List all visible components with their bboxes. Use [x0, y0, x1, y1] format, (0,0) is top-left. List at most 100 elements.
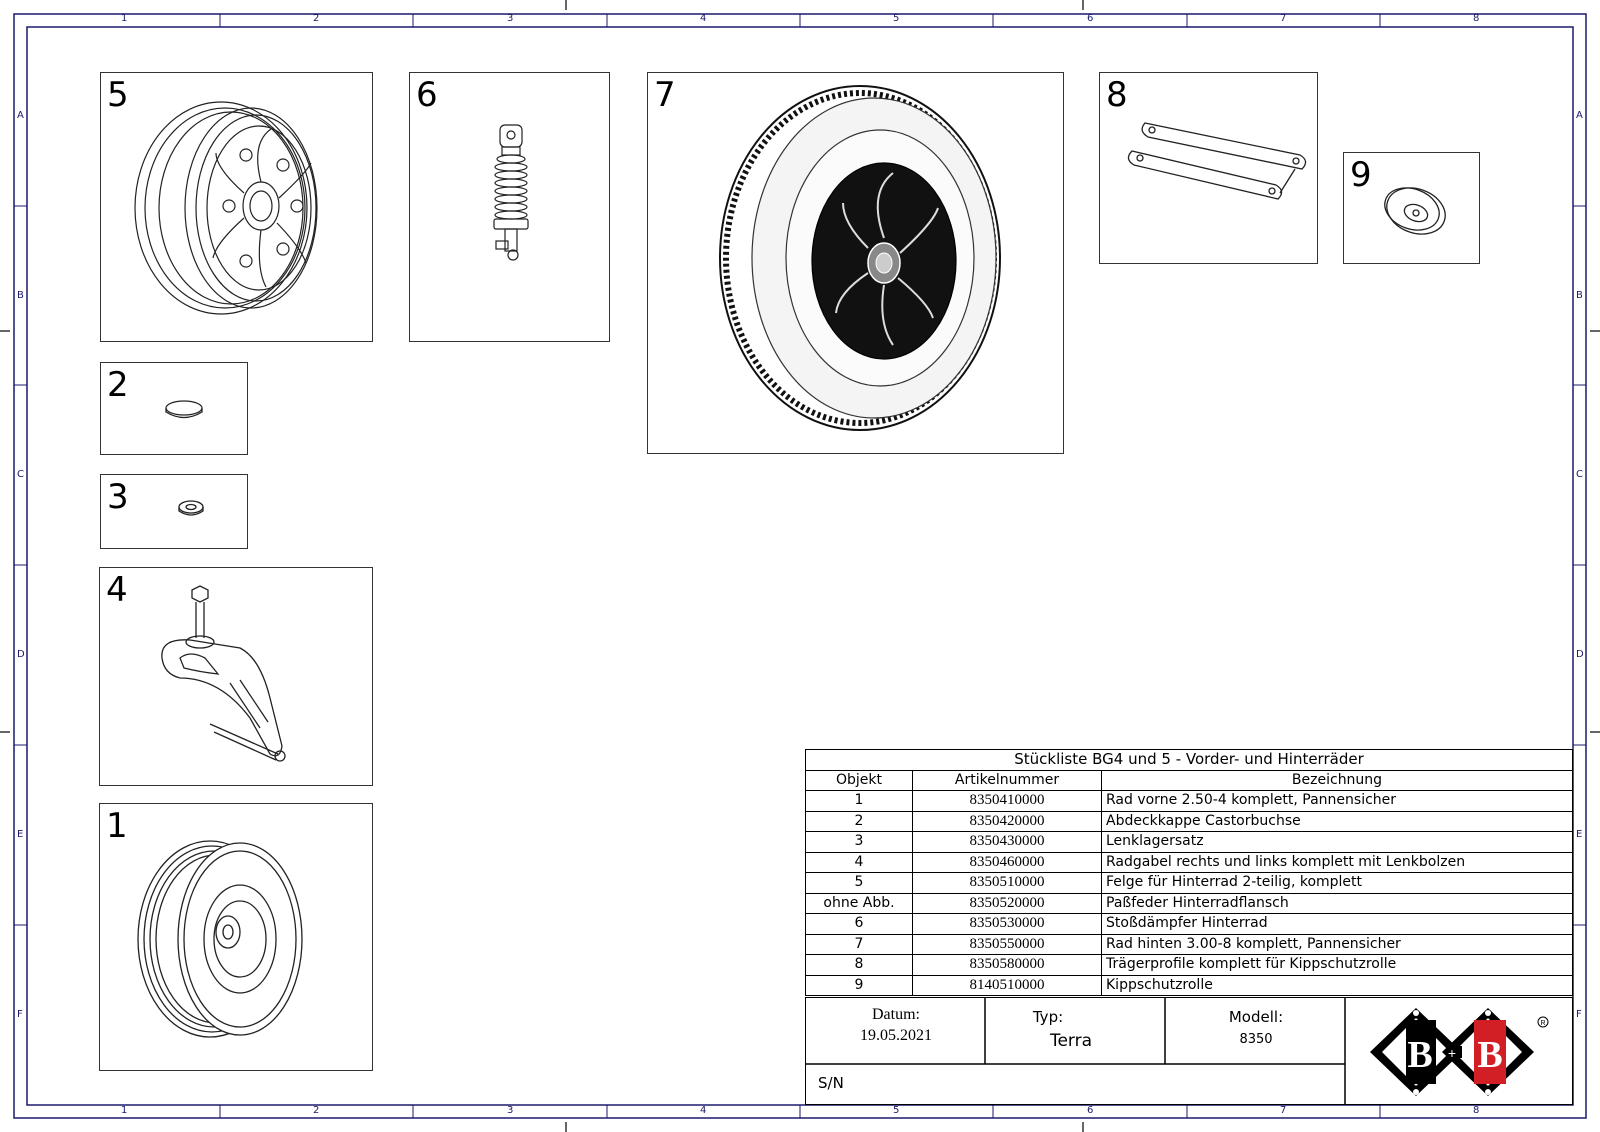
grid-column-number: 2 [313, 13, 320, 24]
grid-row-letter: A [17, 110, 24, 121]
part-number: 2 [107, 365, 129, 405]
column-header-description: Bezeichnung [1101, 769, 1573, 791]
svg-text:R: R [1540, 1020, 1545, 1027]
grid-column-number: 2 [313, 1105, 320, 1116]
grid-row-letter: F [17, 1009, 23, 1020]
grid-column-number: 3 [507, 13, 514, 24]
grid-row-letter: D [17, 649, 25, 660]
part-number: 7 [654, 75, 676, 115]
part-number: 9 [1350, 155, 1372, 195]
part-panel-1: 1 [99, 803, 373, 1071]
article-cell: 8350460000 [912, 851, 1102, 873]
description-cell: Lenklagersatz [1101, 831, 1573, 853]
grid-column-number: 4 [700, 13, 707, 24]
grid-row-letter: D [1576, 649, 1584, 660]
svg-text:B: B [1477, 1034, 1502, 1076]
grid-row-letter: C [17, 469, 24, 480]
front-wheel-icon [137, 840, 303, 1038]
parts-list-table: Stückliste BG4 und 5 - Vorder- und Hinte… [805, 749, 1573, 996]
grid-row-letter: E [17, 829, 24, 840]
wheel-fork-icon [161, 585, 286, 762]
article-cell: 8350430000 [912, 831, 1102, 853]
bearing-icon [178, 500, 204, 516]
parts-list-title: Stückliste BG4 und 5 - Vorder- und Hinte… [805, 749, 1573, 771]
model-label: Modell: [1228, 1008, 1284, 1026]
grid-column-number: 5 [893, 13, 900, 24]
rim-wheel-icon [134, 101, 318, 315]
grid-column-number: 7 [1280, 13, 1287, 24]
grid-column-number: 8 [1473, 1105, 1480, 1116]
rear-wheel-icon [719, 85, 1001, 431]
cover-cap-icon [165, 400, 203, 419]
article-cell: 8350550000 [912, 933, 1102, 955]
carrier-profile-icon [1127, 122, 1307, 200]
article-cell: 8350420000 [912, 810, 1102, 832]
serial-label: S/N [818, 1074, 844, 1092]
grid-column-number: 1 [121, 13, 128, 24]
title-block: Datum: 19.05.2021 Typ: Terra Modell: 835… [804, 996, 1573, 1105]
article-cell: 8350410000 [912, 790, 1102, 812]
description-cell: Felge für Hinterrad 2-teilig, komplett [1101, 872, 1573, 894]
object-cell: 9 [805, 974, 913, 996]
svg-text:+: + [1448, 1045, 1456, 1061]
grid-column-number: 8 [1473, 13, 1480, 24]
part-number: 6 [416, 75, 438, 115]
part-panel-9: 9 [1343, 152, 1480, 264]
part-number: 1 [106, 806, 128, 846]
description-cell: Abdeckkappe Castorbuchse [1101, 810, 1573, 832]
title-block-grid [804, 996, 1346, 1105]
part-number: 4 [106, 570, 128, 610]
type-label: Typ: [1032, 1008, 1064, 1026]
object-cell: 6 [805, 913, 913, 935]
article-cell: 8350530000 [912, 913, 1102, 935]
article-cell: 8350510000 [912, 872, 1102, 894]
description-cell: Kippschutzrolle [1101, 974, 1573, 996]
date-label: Datum: [872, 1006, 920, 1023]
type-value: Terra [1049, 1031, 1093, 1051]
object-cell: 8 [805, 954, 913, 976]
grid-column-number: 1 [121, 1105, 128, 1116]
article-cell: 8350520000 [912, 892, 1102, 914]
article-cell: 8140510000 [912, 974, 1102, 996]
object-cell: 7 [805, 933, 913, 955]
part-panel-2: 2 [100, 362, 248, 455]
column-header-object: Objekt [805, 769, 913, 791]
anti-tip-roller-icon [1384, 187, 1446, 235]
object-cell: 5 [805, 872, 913, 894]
object-cell: ohne Abb. [805, 892, 913, 914]
column-header-article: Artikelnummer [912, 769, 1102, 791]
model-value: 8350 [1239, 1032, 1273, 1047]
part-number: 3 [107, 477, 129, 517]
part-panel-7: 7 [647, 72, 1064, 454]
grid-column-number: 4 [700, 1105, 707, 1116]
part-panel-3: 3 [100, 474, 248, 549]
description-cell: Paßfeder Hinterradflansch [1101, 892, 1573, 914]
description-cell: Rad hinten 3.00-8 komplett, Pannensicher [1101, 933, 1573, 955]
bb-logo-icon: + B B R [1370, 1008, 1549, 1096]
grid-column-number: 3 [507, 1105, 514, 1116]
part-panel-8: 8 [1099, 72, 1318, 264]
grid-column-number: 6 [1087, 13, 1094, 24]
description-cell: Rad vorne 2.50-4 komplett, Pannensicher [1101, 790, 1573, 812]
object-cell: 4 [805, 851, 913, 873]
object-cell: 1 [805, 790, 913, 812]
grid-row-letter: E [1576, 829, 1583, 840]
description-cell: Stoßdämpfer Hinterrad [1101, 913, 1573, 935]
shock-absorber-icon [493, 124, 529, 261]
part-panel-4: 4 [99, 567, 373, 786]
grid-row-letter: C [1576, 469, 1583, 480]
part-panel-6: 6 [409, 72, 610, 342]
grid-column-number: 5 [893, 1105, 900, 1116]
date-value: 19.05.2021 [860, 1027, 932, 1044]
description-cell: Radgabel rechts und links komplett mit L… [1101, 851, 1573, 873]
object-cell: 2 [805, 810, 913, 832]
